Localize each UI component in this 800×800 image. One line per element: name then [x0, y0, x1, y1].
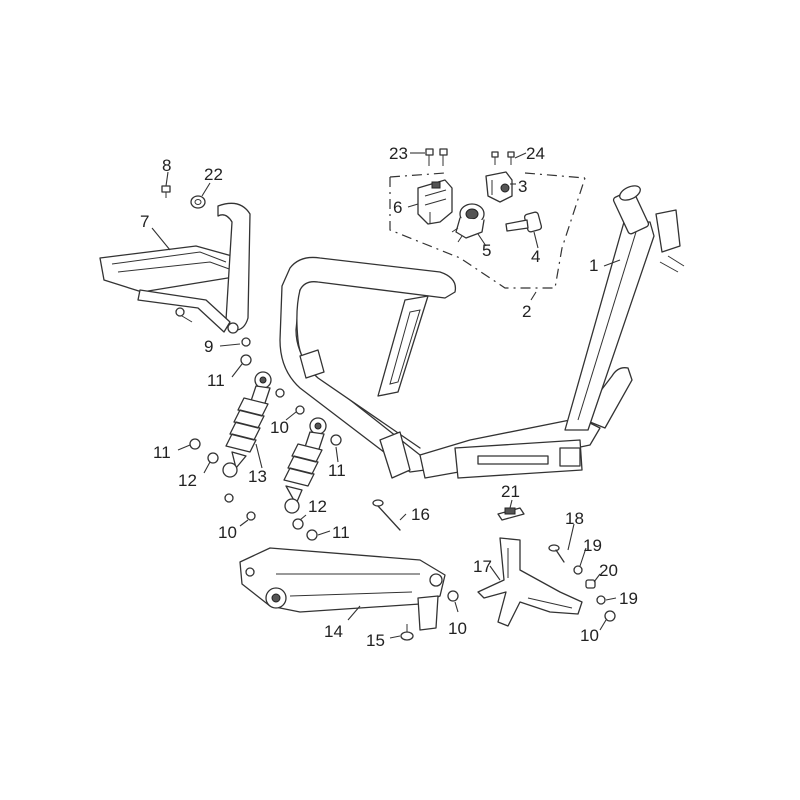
part-9-bolt — [175, 307, 193, 323]
callout-14: 14 — [324, 622, 343, 641]
part-4-key — [505, 211, 543, 233]
part-13-shock-absorber-right — [283, 417, 327, 514]
callout-10-c: 10 — [448, 619, 467, 638]
part-11-nuts — [189, 354, 342, 541]
part-7-rear-carrier — [99, 202, 251, 334]
callout-11-c: 11 — [328, 461, 346, 480]
callout-16: 16 — [411, 505, 430, 524]
callout-8: 8 — [162, 156, 171, 175]
callout-24: 24 — [526, 144, 545, 163]
part-16-axle-bolt — [372, 499, 401, 531]
part-22-washer — [190, 195, 206, 209]
callout-11-a: 11 — [207, 371, 225, 390]
callout-10-b: 10 — [218, 523, 237, 542]
callout-22: 22 — [204, 165, 223, 184]
part-21-stand-spring — [497, 507, 525, 521]
callout-2: 2 — [522, 302, 531, 321]
part-5-ignition-switch — [451, 203, 485, 243]
part-10-washers — [224, 337, 616, 622]
callout-10-d: 10 — [580, 626, 599, 645]
callout-12-a: 12 — [178, 471, 197, 490]
part-8-bolt — [161, 185, 171, 198]
callout-17: 17 — [473, 557, 492, 576]
part-1-main-frame — [279, 185, 685, 479]
callout-19-a: 19 — [583, 536, 602, 555]
callout-9: 9 — [204, 337, 213, 356]
callout-10-a: 10 — [270, 418, 289, 437]
part-3-lock-cylinder — [485, 171, 513, 203]
callout-20: 20 — [599, 561, 618, 580]
part-20-collar — [585, 579, 596, 589]
callout-1: 1 — [589, 256, 598, 275]
leader-lines — [151, 152, 621, 639]
part-14-swing-arm — [239, 547, 446, 631]
callout-7: 7 — [140, 212, 149, 231]
callout-12-b: 12 — [308, 497, 327, 516]
callout-23: 23 — [389, 144, 408, 163]
part-24-screws — [491, 151, 515, 165]
part-13-shock-absorber-left — [222, 371, 272, 478]
callout-labels: 1 2 3 4 5 6 7 8 9 10 10 10 10 11 11 11 1… — [140, 144, 638, 650]
callout-4: 4 — [531, 247, 540, 266]
callout-15: 15 — [366, 631, 385, 650]
part-17-center-stand — [477, 537, 583, 627]
part-6-lock-bracket — [417, 179, 453, 225]
callout-6: 6 — [393, 198, 402, 217]
callout-3: 3 — [518, 177, 527, 196]
part-23-screws — [425, 148, 448, 166]
callout-11-b: 11 — [153, 443, 171, 462]
callout-13: 13 — [248, 467, 267, 486]
callout-19-b: 19 — [619, 589, 638, 608]
callout-21: 21 — [501, 482, 520, 501]
part-12-washers — [207, 452, 304, 530]
part-19-washers — [573, 565, 606, 605]
part-15-bolt — [400, 624, 414, 641]
part-18-bolt — [548, 544, 565, 563]
callout-5: 5 — [482, 241, 491, 260]
callout-18: 18 — [565, 509, 584, 528]
callout-11-d: 11 — [332, 523, 350, 542]
ignition-lock-group-outline — [389, 172, 586, 289]
